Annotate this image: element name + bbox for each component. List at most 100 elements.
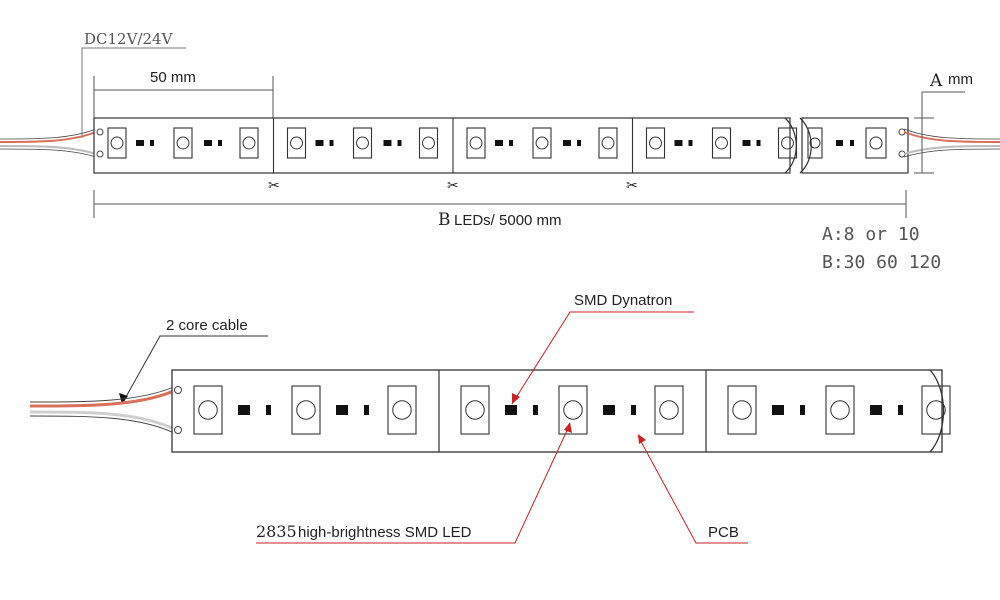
top-end-dynatron <box>836 140 843 146</box>
top-right-cable <box>903 128 1000 158</box>
top-strip-end-piece <box>801 117 909 174</box>
led-housing <box>239 127 259 159</box>
led-housing <box>466 127 486 159</box>
top-strip-body <box>93 117 791 174</box>
top-dynatron <box>742 140 751 146</box>
led-size-code: 2835 <box>256 522 297 541</box>
led-housing <box>286 127 307 159</box>
led-housing <box>291 385 321 435</box>
led-lens <box>198 400 218 420</box>
detail-led <box>558 385 588 435</box>
led-lens <box>176 136 190 150</box>
detail-dynatron <box>603 405 615 415</box>
led-lens <box>242 136 256 150</box>
top-end-resistor <box>850 140 854 146</box>
top-led <box>418 127 439 159</box>
width-values-spec: A:8 or 10 <box>822 224 920 245</box>
led-housing <box>352 127 373 159</box>
detail-led <box>825 385 855 435</box>
top-dynatron <box>204 140 212 146</box>
resistor-leader-arrow <box>512 393 520 404</box>
detail-led <box>460 385 490 435</box>
voltage-label: DC12V/24V <box>84 30 174 48</box>
cut-mark-icon: ✂ <box>268 177 280 193</box>
top-resistor <box>397 140 402 146</box>
led-lens <box>110 136 124 150</box>
led-housing <box>173 127 193 159</box>
led-lens <box>830 400 850 420</box>
detail-resistor <box>800 405 805 415</box>
resistor-label: SMD Dynatron <box>574 292 672 309</box>
led-count-values-spec: B:30 60 120 <box>822 252 941 273</box>
led-housing <box>921 385 951 435</box>
led-lens <box>649 136 662 150</box>
voltage-leader <box>81 47 186 138</box>
detail-strip-end <box>929 369 945 453</box>
detail-resistor <box>631 405 636 415</box>
led-label: high-brightness SMD LED <box>298 524 472 541</box>
led-housing <box>387 385 417 435</box>
top-led <box>645 127 666 159</box>
top-led <box>173 127 193 159</box>
top-dynatron <box>315 140 324 146</box>
top-resistor <box>509 140 513 146</box>
led-lens <box>563 400 583 420</box>
detail-led <box>727 385 757 435</box>
led-housing <box>598 127 618 159</box>
led-leader-arrow <box>564 422 572 433</box>
led-lens <box>356 136 369 150</box>
led-housing <box>645 127 666 159</box>
top-strip-segments <box>107 118 798 173</box>
detail-led <box>387 385 417 435</box>
top-left-cable <box>0 128 97 158</box>
led-housing <box>727 385 757 435</box>
pcb-label: PCB <box>708 524 739 541</box>
led-housing <box>825 385 855 435</box>
top-led <box>352 127 373 159</box>
top-strip-view: DC12V/24V 50 mm <box>0 30 1000 273</box>
led-lens <box>715 136 728 150</box>
top-dynatron <box>136 140 144 146</box>
width-letter: A <box>929 71 943 91</box>
led-lens <box>781 136 794 150</box>
total-length-letter: B <box>438 210 451 230</box>
cable-label: 2 core cable <box>166 317 248 334</box>
top-end-piece-components <box>807 127 887 159</box>
led-housing <box>654 385 684 435</box>
top-resistor <box>218 140 222 146</box>
detail-resistor <box>364 405 369 415</box>
detail-resistor <box>533 405 538 415</box>
detail-resistor <box>266 405 271 415</box>
led-housing <box>107 127 127 159</box>
top-dynatron <box>674 140 683 146</box>
detail-dynatron <box>772 405 784 415</box>
detail-dynatron <box>870 405 882 415</box>
led-lens <box>290 136 303 150</box>
detail-strip-body <box>171 369 943 453</box>
cut-mark-icon: ✂ <box>447 177 459 193</box>
detail-led <box>193 385 223 435</box>
led-housing <box>532 127 552 159</box>
detail-strip-segments <box>193 370 951 452</box>
detail-led <box>654 385 684 435</box>
led-housing <box>558 385 588 435</box>
led-lens <box>469 136 483 150</box>
top-dynatron <box>495 140 503 146</box>
top-led <box>598 127 618 159</box>
cut-marks: ✂✂✂ <box>268 177 638 193</box>
top-resistor <box>756 140 761 146</box>
led-housing <box>193 385 223 435</box>
detail-dynatron <box>238 405 250 415</box>
detail-cable <box>29 385 177 435</box>
led-lens <box>535 136 549 150</box>
resistor-leader <box>511 311 694 405</box>
cable-leader <box>121 335 268 405</box>
led-lens <box>601 136 615 150</box>
led-lens <box>422 136 435 150</box>
led-lens <box>296 400 316 420</box>
led-lens <box>732 400 752 420</box>
top-led <box>711 127 732 159</box>
detail-led <box>291 385 321 435</box>
led-lens <box>926 400 946 420</box>
